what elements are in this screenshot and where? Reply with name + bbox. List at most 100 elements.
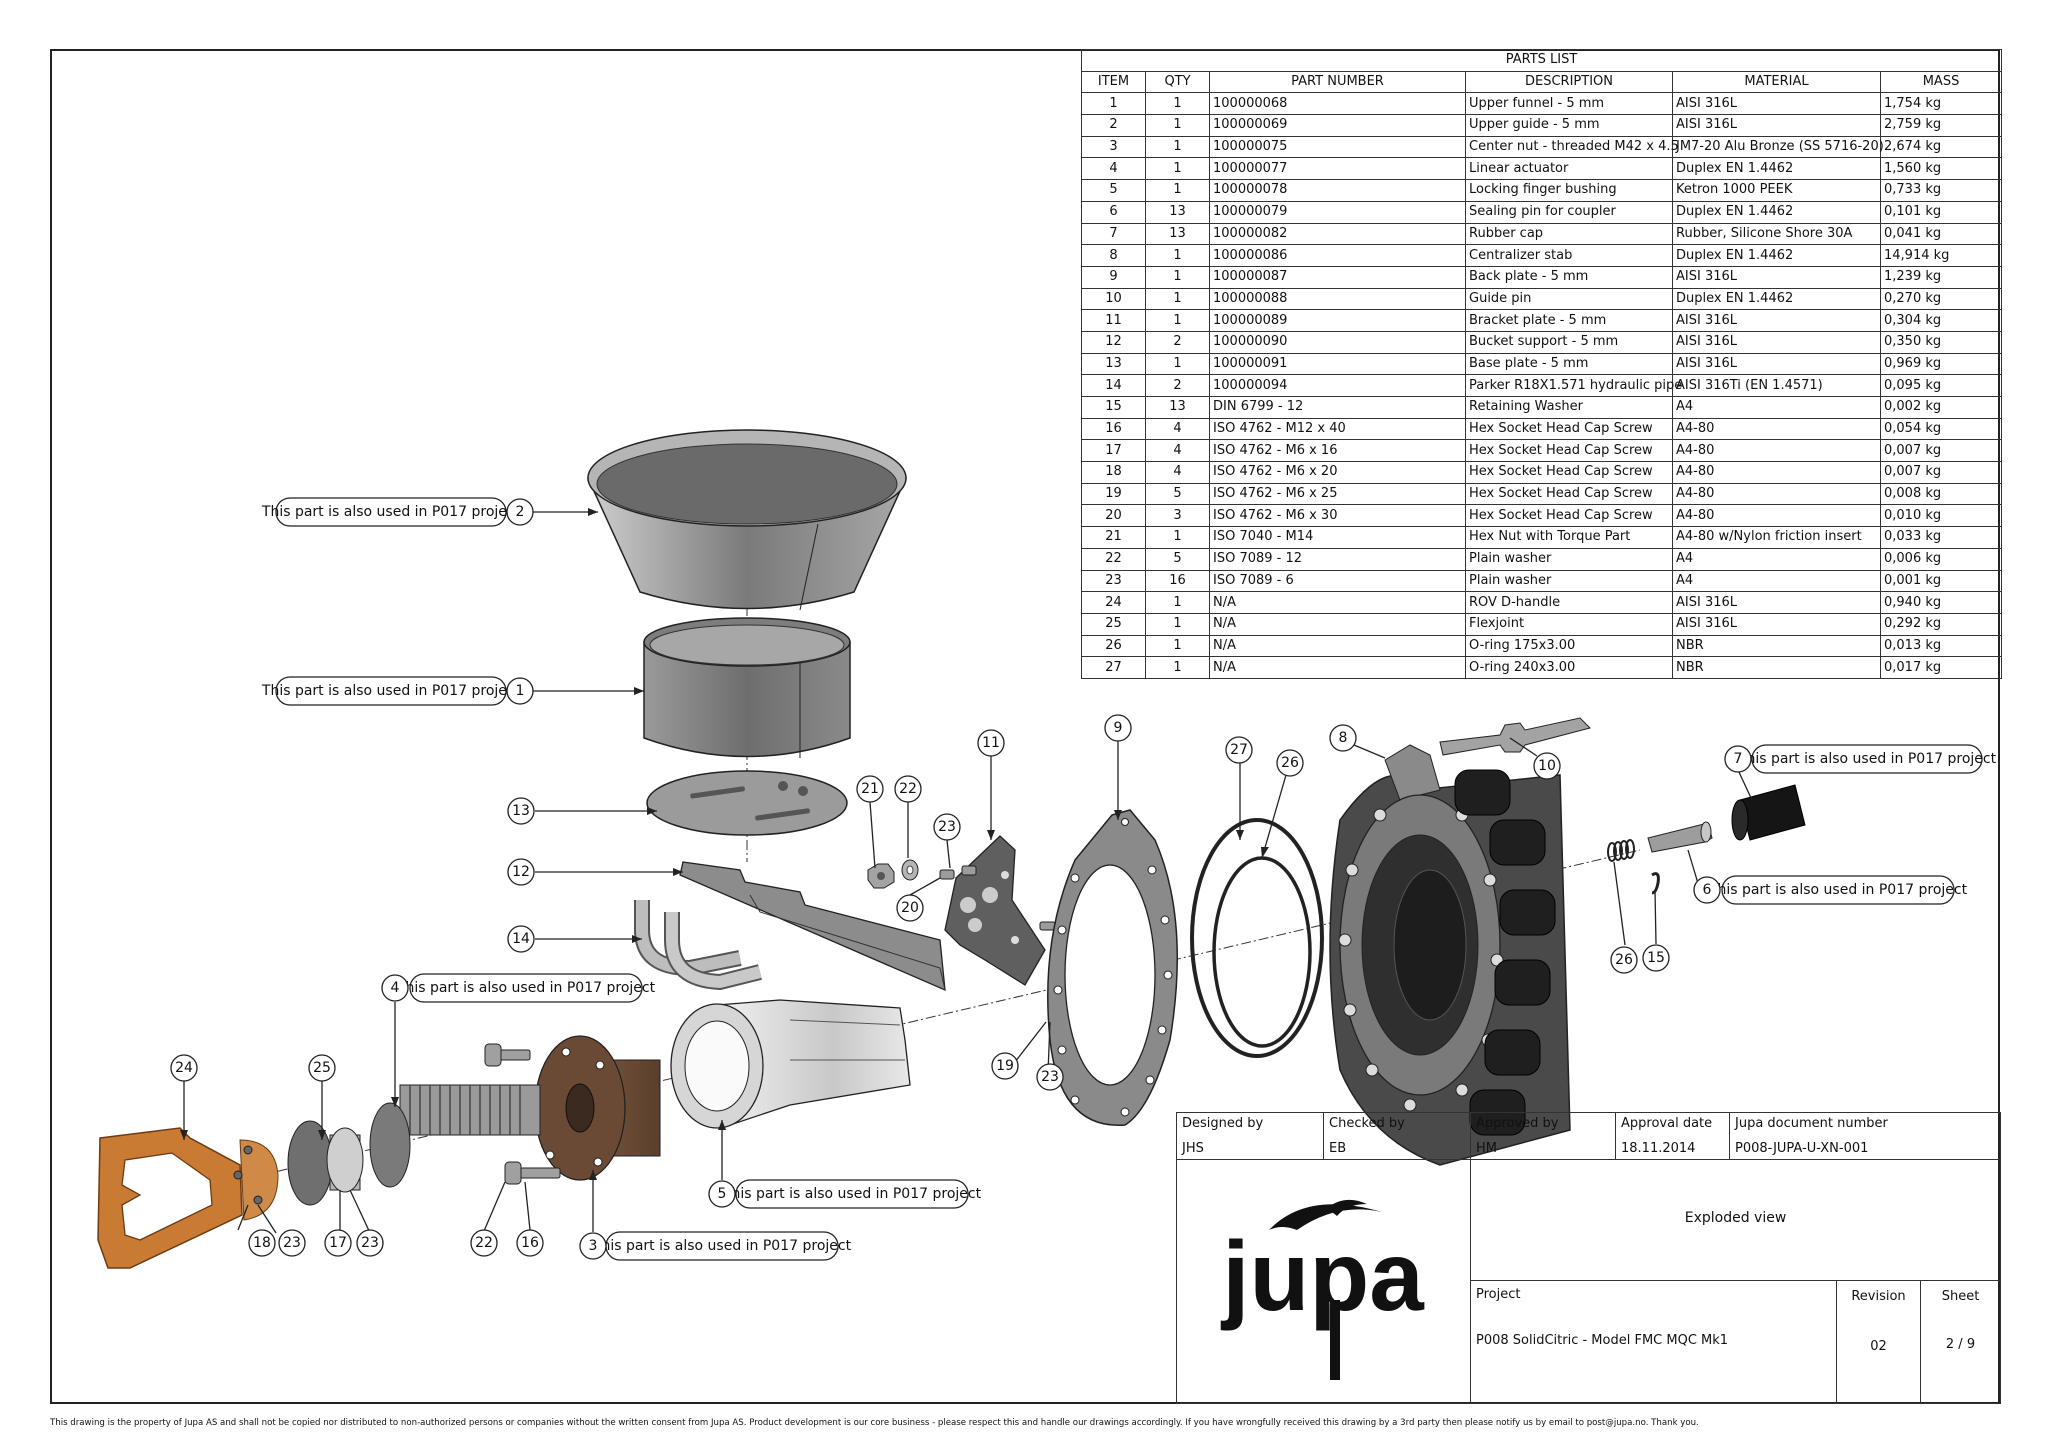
approved-by-value: HM (1476, 1141, 1497, 1156)
parts-list-cell: Centralizer stab (1465, 244, 1673, 267)
parts-list-cell: 2,674 kg (1879, 135, 2003, 159)
svg-text:4: 4 (391, 980, 400, 996)
balloon-3: 3 (579, 1232, 607, 1260)
svg-text:22: 22 (899, 781, 917, 797)
parts-list-cell: Guide pin (1465, 287, 1673, 311)
parts-list-cell: 100000090 (1209, 330, 1466, 354)
parts-list-cell: Hex Socket Head Cap Screw (1465, 482, 1673, 506)
note-part-2: This part is also used in P017 project (261, 504, 521, 520)
svg-text:6: 6 (1703, 882, 1712, 898)
parts-list-cell: Base plate - 5 mm (1465, 352, 1673, 376)
parts-list-cell: Hex Nut with Torque Part (1465, 526, 1673, 549)
flexjoint-part (287, 1120, 364, 1206)
svg-text:20: 20 (901, 900, 919, 916)
approval-date-label: Approval date (1621, 1116, 1713, 1131)
sheet-label: Sheet (1941, 1289, 1980, 1304)
project-cell: Project P008 SolidCitric - Model FMC MQC… (1470, 1280, 1837, 1404)
balloon-2: 2 (506, 498, 534, 526)
svg-text:11: 11 (982, 735, 1000, 751)
checked-by-cell: Checked by EB (1323, 1112, 1471, 1160)
o-ring-26-part (1212, 856, 1312, 1048)
balloon-13: 13 (507, 797, 535, 825)
parts-list-cell: 100000089 (1209, 309, 1466, 332)
upper-guide-part (643, 617, 851, 758)
footer-disclaimer: This drawing is the property of Jupa AS … (50, 1418, 1699, 1428)
center-nut-part (534, 1035, 661, 1181)
balloon-24: 24 (170, 1054, 198, 1082)
parts-list-cell: Duplex EN 1.4462 (1672, 244, 1881, 267)
logo-wordmark: jupa (1220, 1221, 1425, 1331)
balloon-25: 25 (308, 1054, 336, 1082)
approved-by-label: Approved by (1476, 1116, 1559, 1131)
svg-text:23: 23 (1041, 1069, 1059, 1085)
designed-by-value: JHS (1182, 1141, 1204, 1156)
balloon-17: 17 (324, 1229, 352, 1257)
sheet-value: 2 / 9 (1945, 1337, 1976, 1352)
drawing-border (50, 49, 2000, 1404)
balloon-11: 11 (977, 729, 1005, 757)
parts-list-cell: Retaining Washer (1465, 396, 1673, 419)
leader-lines (183, 511, 1753, 1236)
bucket-support-part (679, 861, 946, 992)
retaining-washer-part (1651, 872, 1660, 895)
balloon-10: 10 (1533, 752, 1561, 780)
parts-list-cell: Flexjoint (1465, 612, 1673, 636)
parts-list-cell: N/A (1209, 656, 1466, 679)
parts-list-cell: 0,041 kg (1879, 222, 2003, 246)
parts-list-cell: Duplex EN 1.4462 (1672, 200, 1881, 224)
parts-list-cell: 0,733 kg (1879, 179, 2003, 202)
balloon-19: 19 (991, 1052, 1019, 1080)
svg-text:15: 15 (1647, 950, 1665, 966)
parts-list-cell: Upper guide - 5 mm (1465, 114, 1673, 137)
designed-by-cell: Designed by JHS (1176, 1112, 1324, 1160)
balloon-14: 14 (507, 925, 535, 953)
balloon-1: 1 (506, 677, 534, 705)
balloon-23-b: 23 (356, 1229, 384, 1257)
parts-list-cell: AISI 316L (1672, 114, 1881, 137)
balloon-23-c: 23 (933, 813, 961, 841)
parts-list-cell: ISO 4762 - M12 x 40 (1209, 417, 1466, 441)
designed-by-label: Designed by (1182, 1116, 1264, 1131)
parts-list-cell: N/A (1209, 612, 1466, 636)
parts-list-cell: 1 (1145, 157, 1210, 181)
parts-list-cell: Plain washer (1465, 569, 1673, 593)
note-frames (275, 497, 1983, 1261)
svg-text:8: 8 (1339, 730, 1348, 746)
balloon-8: 8 (1329, 724, 1357, 752)
balloon-15: 15 (1642, 944, 1670, 972)
balloon-7: 7 (1724, 745, 1752, 773)
parts-list-cell: 25 (1081, 612, 1146, 636)
parts-list-cell: 0,002 kg (1879, 396, 2003, 419)
parts-list-cell: 0,304 kg (1879, 309, 2003, 332)
jupa-logo: jupa (1220, 1199, 1425, 1380)
svg-text:3: 3 (589, 1238, 598, 1254)
view-title-cell: Exploded view (1470, 1159, 2001, 1281)
nut-washer-part (867, 859, 919, 889)
note-part-1: This part is also used in P017 project (261, 683, 521, 699)
parts-list-cell: 0,350 kg (1879, 330, 2003, 354)
parts-list-cell: Center nut - threaded M42 x 4.5 (1465, 135, 1679, 159)
revision-label: Revision (1851, 1289, 1906, 1304)
document-number-label: Jupa document number (1735, 1116, 1888, 1131)
svg-text:26: 26 (1615, 952, 1633, 968)
bracket-plate-part (944, 835, 1046, 986)
parts-list-cell: N/A (1209, 634, 1466, 658)
view-title: Exploded view (1684, 1210, 1787, 1226)
balloon-22-a: 22 (470, 1229, 498, 1257)
leader-arrowheads (180, 508, 1269, 1180)
parts-list-cell: 18 (1081, 461, 1146, 484)
balloon-9: 9 (1104, 714, 1132, 742)
balloon-12: 12 (507, 858, 535, 886)
